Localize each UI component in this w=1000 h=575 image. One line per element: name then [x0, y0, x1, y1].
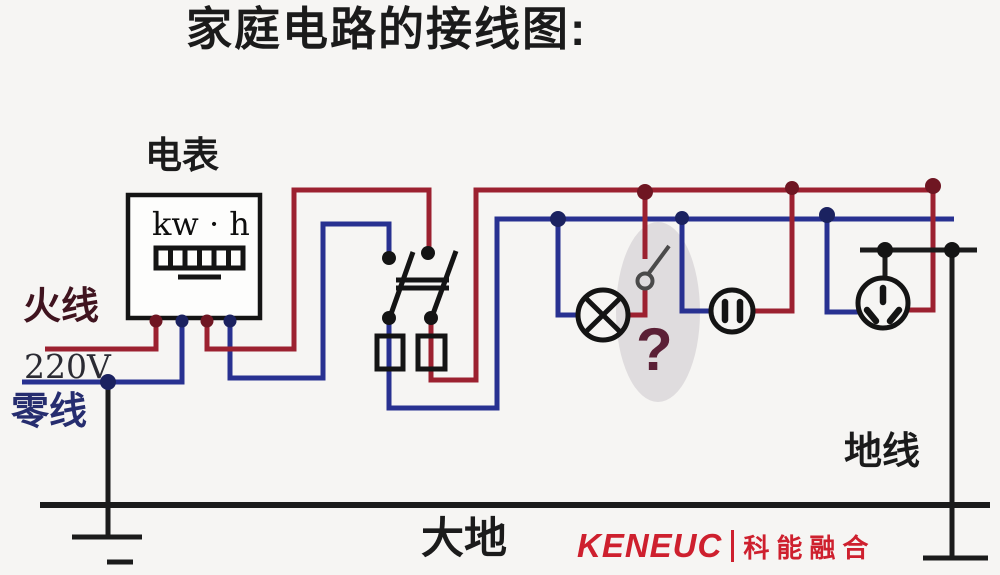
- two-hole-socket-icon: [708, 287, 756, 335]
- question-mark: ?: [636, 316, 673, 383]
- logo-brand-text: KENEUC: [577, 527, 723, 564]
- earth-label: 大地: [421, 515, 507, 563]
- lamp-icon: [575, 287, 631, 343]
- ground-wire-label: 地线: [844, 431, 921, 473]
- meter-label: 电表: [145, 135, 219, 176]
- live-wires: [45, 187, 936, 383]
- watermark-logo: KENEUC 科能融合: [577, 527, 875, 565]
- logo-divider: [731, 530, 735, 562]
- neutral-wires: [22, 216, 954, 411]
- live-wire-label: 火线: [23, 286, 100, 328]
- three-hole-socket-icon: [855, 275, 911, 331]
- neutral-wire-label: 零线: [11, 391, 88, 433]
- ground-wires: [40, 247, 990, 565]
- fuse-icons: [374, 333, 448, 372]
- highlight-ellipse: [616, 222, 700, 402]
- voltage-label: 220V: [24, 347, 111, 386]
- main-switch-icon: [388, 250, 459, 315]
- wall-switch-icon: [635, 244, 671, 291]
- logo-chinese-text: 科能融合: [743, 532, 876, 563]
- meter-icon: [125, 192, 263, 321]
- junction-dots: [100, 178, 960, 390]
- meter-unit-label: kw · h: [152, 205, 250, 243]
- page-title: 家庭电路的接线图:: [186, 3, 588, 55]
